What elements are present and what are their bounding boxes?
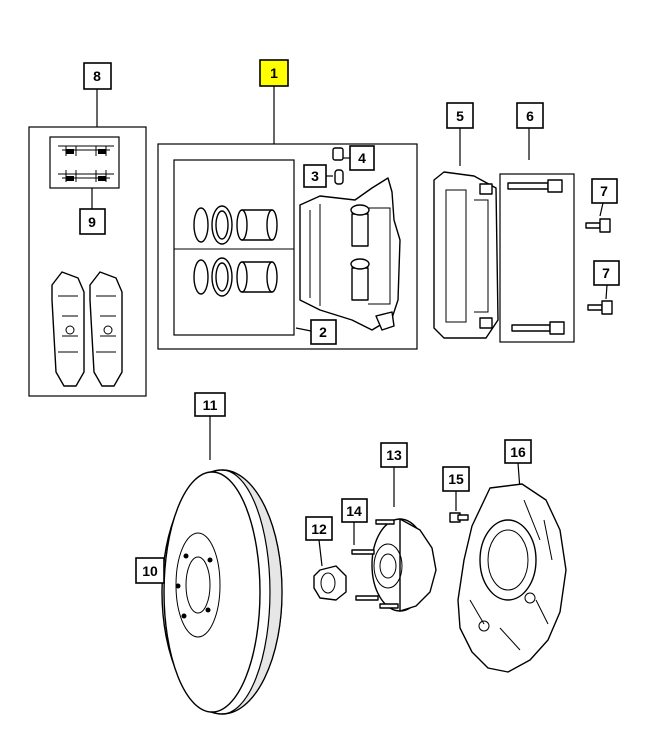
- callout-5: 5: [446, 102, 474, 129]
- callout-8: 8: [83, 62, 112, 90]
- callout-7a: 7: [591, 178, 618, 204]
- caliper-anchor-bracket: [433, 171, 499, 339]
- svg-text:16: 16: [510, 444, 526, 460]
- svg-text:9: 9: [88, 214, 96, 230]
- svg-text:14: 14: [346, 503, 362, 519]
- shield-screw: [449, 512, 469, 523]
- svg-text:1: 1: [270, 65, 278, 81]
- guide-pin-upper: [507, 179, 563, 193]
- callout-4: 4: [349, 145, 375, 171]
- svg-text:11: 11: [203, 397, 218, 413]
- svg-text:15: 15: [448, 471, 464, 487]
- caliper-bolt-lower: [587, 300, 613, 315]
- callout-1: 1: [259, 59, 289, 87]
- svg-text:4: 4: [358, 150, 366, 166]
- brake-pad-outer: [89, 271, 123, 387]
- svg-text:3: 3: [311, 168, 319, 184]
- brake-pad-inner: [51, 271, 85, 387]
- pin-group-box: [499, 173, 575, 343]
- svg-text:2: 2: [319, 324, 327, 340]
- pad-clip-top: [58, 145, 114, 156]
- hub-nut: [313, 565, 347, 601]
- splash-shield: [457, 483, 567, 673]
- clip-group-box: [49, 136, 120, 189]
- svg-text:8: 8: [93, 68, 101, 84]
- seal-kit-box: [173, 159, 295, 336]
- svg-text:7: 7: [602, 265, 610, 281]
- svg-text:6: 6: [526, 108, 534, 124]
- callout-2: 2: [310, 319, 337, 345]
- callout-16: 16: [504, 439, 532, 464]
- brake-caliper: [299, 177, 401, 331]
- caliper-group-box: [157, 143, 418, 350]
- svg-text:12: 12: [311, 521, 327, 537]
- guide-pin-lower: [511, 321, 565, 335]
- caliper-bolt-upper: [585, 218, 611, 233]
- callout-9: 9: [79, 208, 106, 235]
- pad-clip-bottom: [58, 170, 114, 182]
- callout-13: 13: [380, 442, 408, 468]
- svg-text:13: 13: [386, 447, 402, 463]
- pad-group-box: [28, 126, 147, 397]
- bleeder-screw: [332, 147, 344, 185]
- seal-kit-upper: [193, 205, 278, 245]
- seal-kit-lower: [193, 257, 278, 297]
- svg-text:10: 10: [142, 563, 158, 579]
- callout-12: 12: [305, 516, 333, 541]
- callout-3: 3: [303, 164, 327, 188]
- callout-15: 15: [442, 466, 470, 492]
- callout-6: 6: [516, 102, 544, 129]
- brake-rotor: [161, 469, 283, 715]
- wheel-hub: [351, 518, 437, 612]
- svg-text:7: 7: [600, 183, 608, 199]
- callout-11: 11: [194, 392, 226, 417]
- svg-text:5: 5: [456, 108, 464, 124]
- callout-10: 10: [135, 557, 165, 584]
- callout-7b: 7: [593, 260, 620, 286]
- callout-14: 14: [341, 498, 368, 523]
